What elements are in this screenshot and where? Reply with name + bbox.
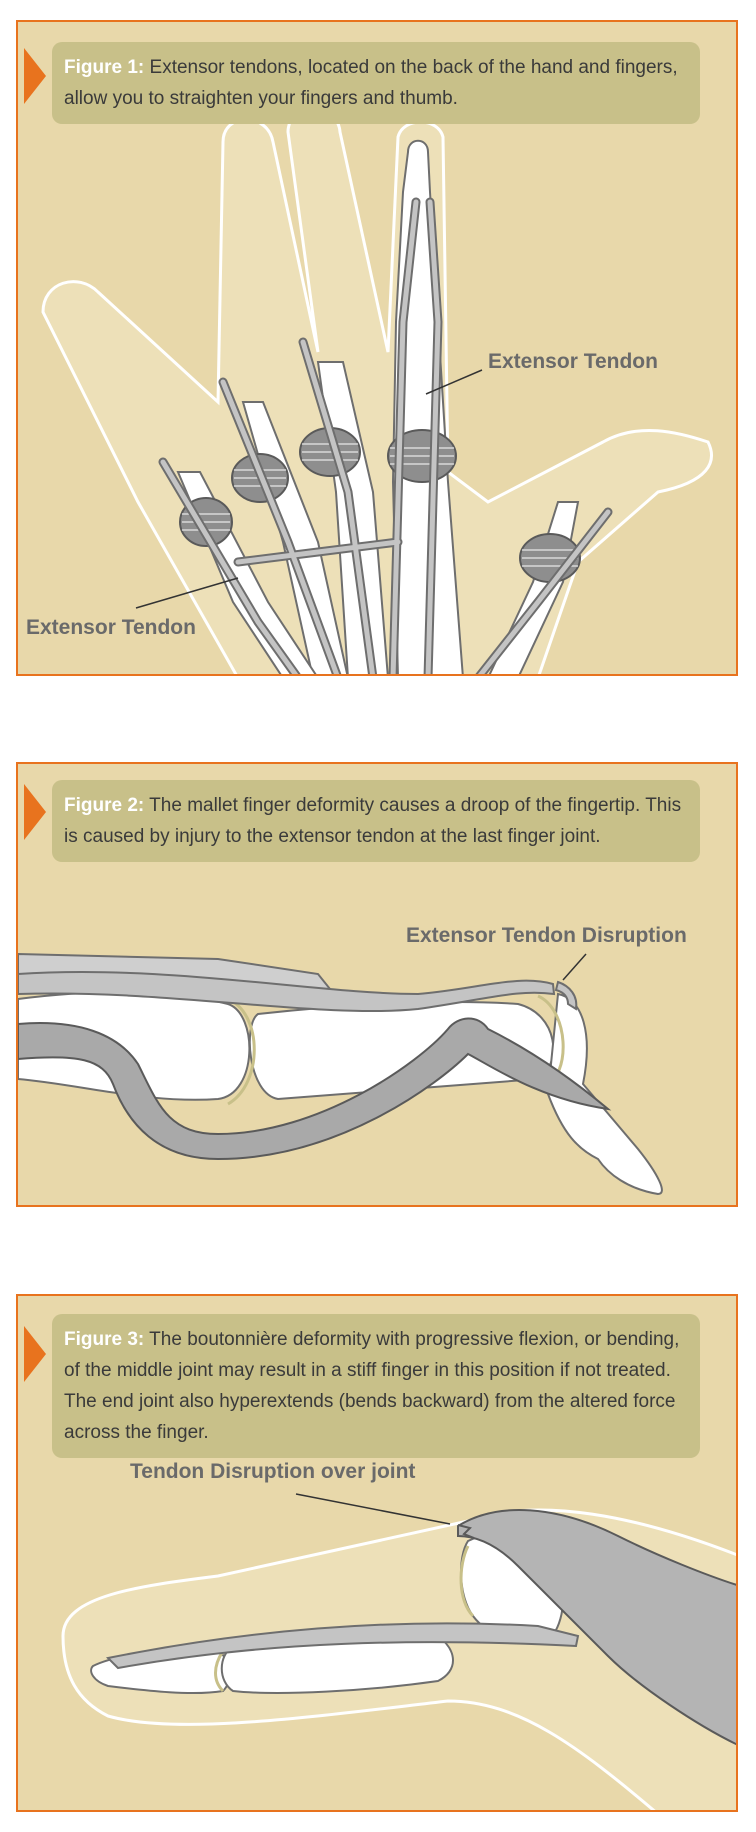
figure-3-panel: Tendon Disruption over joint Figure 3: T… [16,1294,738,1812]
figure-1-text: Extensor tendons, located on the back of… [64,57,678,109]
figure-2-panel: Extensor Tendon Disruption Figure 2: The… [16,762,738,1207]
figure-2-caption: Figure 2: The mallet finger deformity ca… [52,780,700,862]
figure-1-title: Figure 1: [64,57,145,78]
orange-arrow-icon [24,784,46,840]
figure-2-title: Figure 2: [64,795,145,816]
hand-dorsal-illustration: Extensor Tendon Extensor Tendon [26,108,713,674]
extensor-tendon-label-upper: Extensor Tendon [488,350,658,373]
orange-arrow-icon [24,1326,46,1382]
mallet-finger-illustration: Extensor Tendon Disruption [18,924,687,1196]
figure-2-text: The mallet finger deformity causes a dro… [64,795,682,847]
orange-arrow-icon [24,48,46,104]
figure-3-caption: Figure 3: The boutonnière deformity with… [52,1314,700,1458]
figure-1-caption: Figure 1: Extensor tendons, located on t… [52,42,700,124]
boutonniere-illustration: Tendon Disruption over joint [61,1460,736,1810]
figure-3-text: The boutonnière deformity with progressi… [64,1329,680,1443]
figure-3-title: Figure 3: [64,1329,145,1350]
extensor-tendon-label-lower: Extensor Tendon [26,616,196,639]
tendon-disruption-label: Tendon Disruption over joint [130,1460,415,1483]
figure-1-panel: Extensor Tendon Extensor Tendon Figure 1… [16,20,738,676]
extensor-tendon-disruption-label: Extensor Tendon Disruption [406,924,687,947]
